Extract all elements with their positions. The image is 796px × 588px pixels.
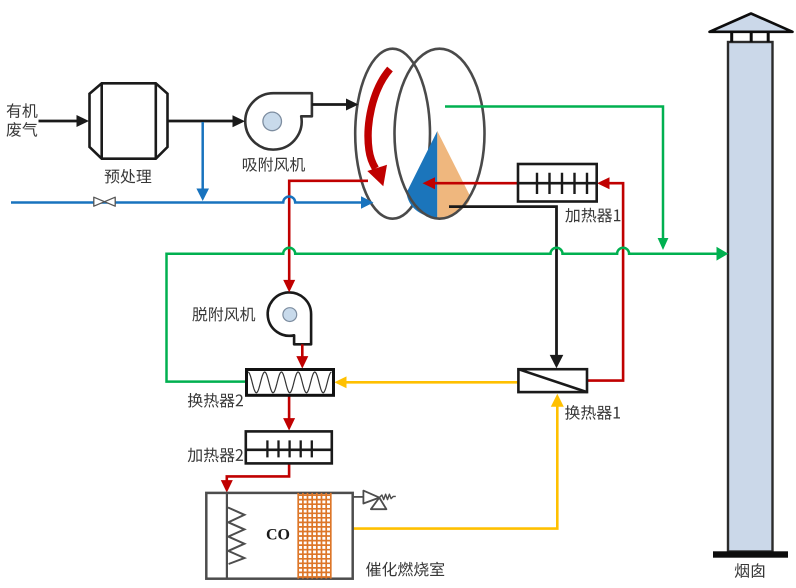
svg-text:CO: CO [266, 527, 290, 544]
